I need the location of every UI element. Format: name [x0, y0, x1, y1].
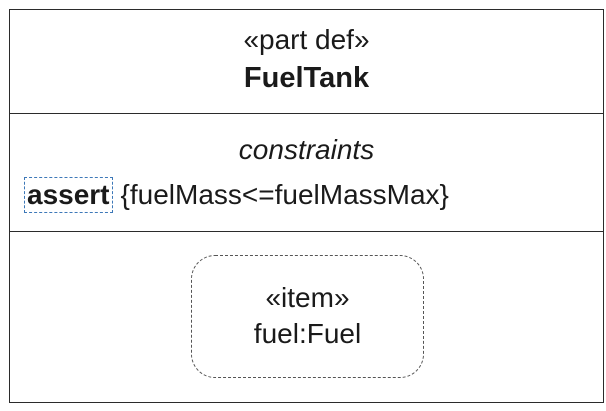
- assert-constraint[interactable]: assert{fuelMass<=fuelMassMax}: [24, 176, 449, 214]
- part-header: «part def» FuelTank: [10, 10, 603, 114]
- constraint-expression: {fuelMass<=fuelMassMax}: [120, 179, 449, 210]
- items-compartment: «item» fuel:Fuel: [10, 232, 603, 402]
- item-name: fuel:Fuel: [253, 318, 362, 349]
- part-name: FuelTank: [243, 62, 370, 94]
- assert-keyword[interactable]: assert: [24, 177, 113, 213]
- constraints-title: constraints: [238, 134, 375, 165]
- part-stereotype: «part def»: [243, 24, 370, 55]
- constraints-compartment: constraints assert{fuelMass<=fuelMassMax…: [10, 114, 603, 232]
- item-usage-fuel[interactable]: «item» fuel:Fuel: [191, 255, 424, 378]
- item-stereotype: «item»: [265, 282, 350, 313]
- part-definition-fueltank[interactable]: «part def» FuelTank constraints assert{f…: [9, 9, 604, 403]
